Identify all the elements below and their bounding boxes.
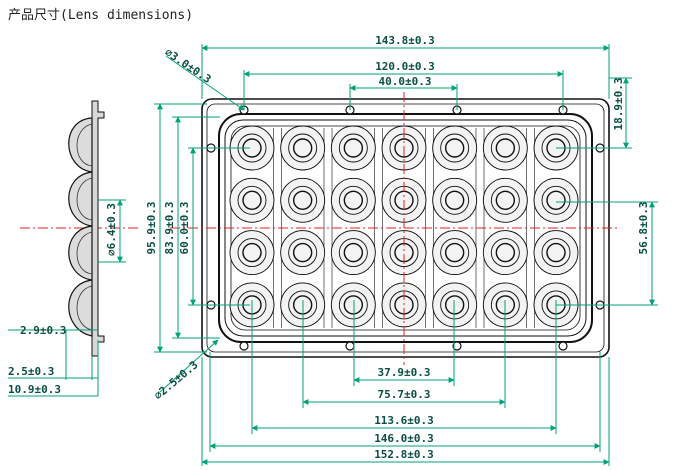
mounting-hole	[558, 341, 568, 351]
lens-element	[482, 125, 528, 171]
lens-element	[432, 125, 478, 171]
dim-left-overall: 95.9±0.3	[145, 202, 158, 255]
dim-top-overall: 143.8±0.3	[375, 34, 435, 47]
lens-element	[432, 230, 478, 276]
page-title: 产品尺寸(Lens dimensions)	[8, 8, 194, 23]
dim-side-t2: 10.9±0.3	[8, 383, 61, 396]
dim-bottom-d4: 146.0±0.3	[374, 432, 434, 445]
lens-grid	[229, 125, 579, 328]
lens-element	[229, 177, 275, 223]
lens-element	[432, 177, 478, 223]
lens-element	[229, 125, 275, 171]
lens-element	[533, 177, 579, 223]
lens-element	[330, 177, 376, 223]
dim-top-mid: 120.0±0.3	[375, 60, 435, 73]
dim-side-lens-dia: ⌀6.4±0.3	[105, 203, 118, 256]
mounting-hole	[345, 341, 355, 351]
dim-side-t1: 2.5±0.3	[8, 365, 54, 378]
mounting-hole	[452, 341, 462, 351]
dim-hole-dia: ⌀3.0±0.3	[162, 46, 213, 86]
lens-element	[280, 177, 326, 223]
dim-right-top: 18.9±0.3	[612, 78, 625, 131]
dim-bottom-d5: 152.8±0.3	[374, 448, 434, 461]
dim-bottom-hole: ⌀2.5±0.3	[152, 358, 201, 402]
dimension-lines	[154, 44, 658, 466]
dim-left-mid: 83.9±0.3	[163, 202, 176, 255]
dim-side-flange: 2.9±0.3	[20, 324, 66, 337]
dim-right-inner: 56.8±0.3	[637, 202, 650, 255]
lens-element	[280, 230, 326, 276]
mounting-hole	[239, 341, 249, 351]
dim-bottom-d2: 75.7±0.3	[378, 388, 431, 401]
dim-left-inner: 60.0±0.3	[178, 202, 191, 255]
side-view	[8, 100, 126, 397]
lens-element	[229, 230, 275, 276]
dim-bottom-d1: 37.9±0.3	[378, 366, 431, 379]
dim-bottom-d3: 113.6±0.3	[374, 414, 434, 427]
lens-element	[280, 125, 326, 171]
lens-element	[330, 282, 376, 328]
lens-element	[330, 230, 376, 276]
lens-element	[482, 177, 528, 223]
lens-element	[432, 282, 478, 328]
lens-element	[330, 125, 376, 171]
lens-element	[482, 230, 528, 276]
lens-element	[533, 230, 579, 276]
dim-top-inner: 40.0±0.3	[379, 75, 432, 88]
